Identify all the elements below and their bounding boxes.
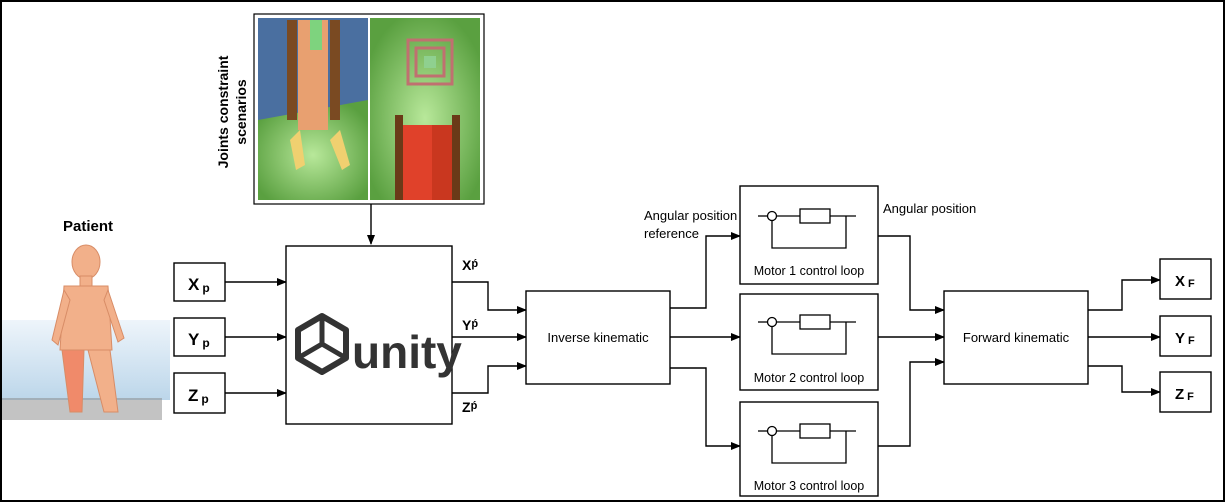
forward-kinematic-block: Forward kinematic <box>943 290 1089 385</box>
angular-position-label: Angular position <box>883 201 976 216</box>
to-motor3-arrow <box>670 367 741 450</box>
patient-figure: Patient <box>2 218 170 420</box>
motor2-block: Motor 2 control loop <box>739 293 879 391</box>
motor3-loop-symbol <box>758 423 856 464</box>
motor3-block: Motor 3 control loop <box>739 401 879 497</box>
motor1-to-forward-arrow <box>878 235 945 314</box>
scenarios-label-line2: scenarios <box>233 79 249 145</box>
motor3-to-forward-arrow <box>878 358 945 447</box>
output-x-arrow <box>1088 276 1161 311</box>
unity-block: unity <box>285 245 462 425</box>
scenarios-image: Joints constraint scenarios <box>215 13 485 205</box>
forward-kinematic-label: Forward kinematic <box>963 330 1070 345</box>
motor2-loop-symbol <box>758 314 856 355</box>
reference-label-line2: reference <box>644 226 699 241</box>
motor1-block: Motor 1 control loop <box>739 185 879 285</box>
motor1-label: Motor 1 control loop <box>754 264 865 278</box>
reference-label-line1: Angular position <box>644 208 737 223</box>
motor2-label: Motor 2 control loop <box>754 371 865 385</box>
motor3-label: Motor 3 control loop <box>754 479 865 493</box>
unity-x-arrow <box>452 281 527 314</box>
inverse-kinematic-block: Inverse kinematic <box>525 290 671 385</box>
inverse-kinematic-label: Inverse kinematic <box>547 330 649 345</box>
to-motor1-arrow <box>670 232 741 309</box>
unity-output-z: Zṕ <box>462 399 478 415</box>
unity-output-y: Yṕ <box>462 317 478 333</box>
unity-output-x: Xṕ <box>462 257 478 273</box>
output-z-arrow <box>1088 365 1161 396</box>
motor1-loop-symbol <box>758 208 856 249</box>
unity-logo-icon <box>295 313 349 375</box>
unity-z-arrow <box>452 362 527 394</box>
scenarios-label-line1: Joints constraint <box>215 55 231 168</box>
patient-avatar <box>51 244 125 413</box>
unity-logo-text: unity <box>352 326 462 378</box>
patient-label: Patient <box>63 218 113 235</box>
